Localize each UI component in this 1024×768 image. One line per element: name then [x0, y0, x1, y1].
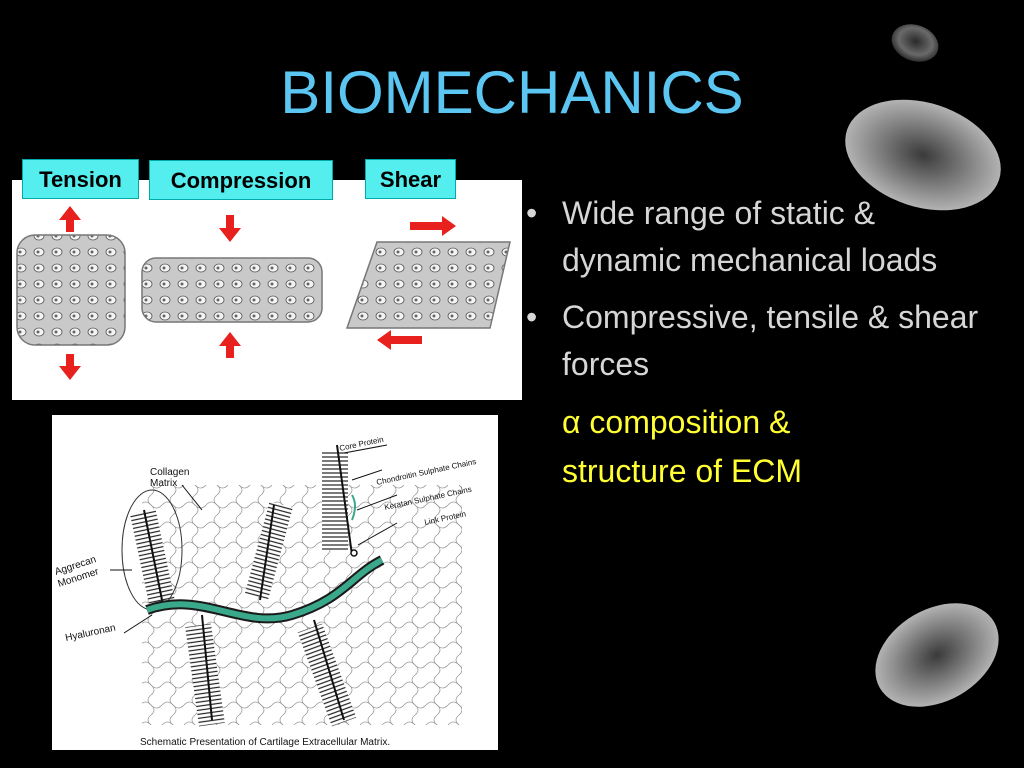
bullet-item-forces: • Compressive, tensile & shear forces	[522, 294, 992, 388]
tension-tissue-block	[16, 234, 126, 346]
bullet-item-loads: • Wide range of static & dynamic mechani…	[522, 190, 992, 284]
force-types-figure	[12, 180, 522, 400]
shear-arrow-left-icon	[377, 330, 422, 350]
compression-arrow-down-icon	[219, 215, 241, 242]
highlight-line-1: α composition &	[562, 404, 791, 440]
bullet-text: Wide range of static & dynamic mechanica…	[562, 195, 938, 278]
decorative-cell-large-bottom	[875, 603, 999, 707]
ecm-caption: Schematic Presentation of Cartilage Extr…	[140, 737, 390, 748]
tension-arrow-down-icon	[59, 354, 81, 380]
shear-arrow-right-icon	[410, 216, 456, 236]
compression-arrow-up-icon	[219, 332, 241, 358]
bullet-list: • Wide range of static & dynamic mechani…	[522, 190, 992, 496]
tension-label: Tension	[22, 159, 139, 199]
link-protein-node	[350, 549, 358, 557]
force-types-illustration	[16, 206, 511, 380]
tension-arrow-up-icon	[59, 206, 81, 232]
link-protein-bracket	[351, 494, 356, 521]
highlight-line-2: structure of ECM	[562, 453, 803, 489]
bullet-marker: •	[526, 299, 538, 335]
slide-title: BIOMECHANICS	[280, 59, 744, 126]
collagen-label-line2: Matrix	[150, 478, 177, 489]
shear-tissue-block	[345, 241, 511, 329]
decorative-cell-large-top	[845, 99, 1001, 211]
decorative-cell-small	[891, 24, 939, 62]
bullet-text: Compressive, tensile & shear forces	[562, 299, 979, 382]
chondroitin-label: Chondroitin Sulphate Chains	[376, 457, 477, 487]
aggrecan-monomers	[129, 444, 357, 727]
collagen-label-line1: Collagen	[150, 467, 189, 478]
ecm-schematic-figure: Collagen Matrix Aggrecan Monomer Hyaluro…	[52, 415, 498, 750]
bullet-marker: •	[526, 195, 538, 231]
compression-label: Compression	[149, 160, 333, 200]
shear-label: Shear	[365, 159, 456, 199]
compression-tissue-block	[141, 257, 323, 323]
hyaluronan-label: Hyaluronan	[64, 623, 116, 644]
ecm-schematic-illustration: Collagen Matrix Aggrecan Monomer Hyaluro…	[54, 435, 478, 748]
